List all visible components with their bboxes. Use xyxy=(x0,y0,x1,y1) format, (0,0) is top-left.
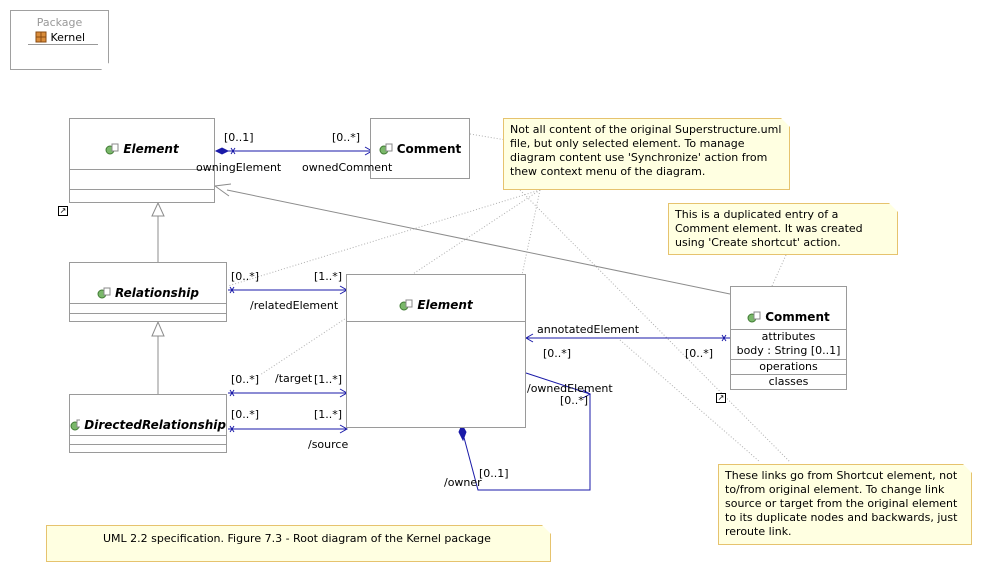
class-element-top[interactable]: Element xyxy=(69,118,215,203)
attribute-body[interactable]: body : String [0..1] xyxy=(736,344,841,357)
class-name: DirectedRelationship xyxy=(84,418,226,432)
note-bottom[interactable]: These links go from Shortcut element, no… xyxy=(718,464,972,545)
package-frame: Package Kernel xyxy=(10,10,109,70)
class-icon xyxy=(70,419,81,431)
class-element-center[interactable]: Element xyxy=(346,274,526,428)
attributes-label: attributes xyxy=(761,330,816,343)
related-element-role: /relatedElement xyxy=(250,299,339,312)
note-connector-bottom-2 xyxy=(619,339,761,463)
package-title: Package xyxy=(36,16,83,29)
source-multiplicity-right: [1..*] xyxy=(314,408,343,421)
annotated-multiplicity-right: [0..*] xyxy=(685,347,714,360)
note-connector-top xyxy=(469,133,507,141)
class-comment-top[interactable]: Comment xyxy=(370,118,470,179)
compartment-divider xyxy=(70,435,226,436)
compartment-divider xyxy=(347,321,525,322)
compartment-divider xyxy=(731,359,846,360)
compartment-divider xyxy=(70,313,226,314)
source-role: /source xyxy=(308,438,349,451)
note-connector-directed xyxy=(259,189,541,376)
class-icon xyxy=(105,143,119,155)
compartment-divider xyxy=(70,444,226,445)
package-name-row[interactable]: Kernel xyxy=(35,31,85,44)
compartment-divider xyxy=(70,169,214,170)
class-relationship[interactable]: Relationship xyxy=(69,262,227,322)
owning-element-role: owningElement xyxy=(196,161,282,174)
class-name: Comment xyxy=(765,310,830,324)
note-connector-relationship xyxy=(227,189,541,287)
operations-label: operations xyxy=(759,360,818,373)
annotated-multiplicity-left: [0..*] xyxy=(543,347,572,360)
note-top[interactable]: Not all content of the original Superstr… xyxy=(503,118,790,190)
compartment-divider xyxy=(70,303,226,304)
owned-element-role: /ownedElement xyxy=(527,382,613,395)
owned-element-multiplicity: [0..*] xyxy=(560,394,589,407)
target-multiplicity-left: [0..*] xyxy=(231,373,260,386)
class-name: Comment xyxy=(396,142,462,156)
compartment-divider xyxy=(731,329,846,330)
note-connector-element xyxy=(521,189,541,276)
owner-role: /owner xyxy=(444,476,482,489)
package-name: Kernel xyxy=(50,31,86,44)
class-icon xyxy=(97,287,111,299)
source-multiplicity-left: [0..*] xyxy=(231,408,260,421)
note-connector-bottom xyxy=(519,189,791,463)
annotated-element-role: annotatedElement xyxy=(537,323,640,336)
compartment-divider xyxy=(731,374,846,375)
class-icon xyxy=(399,299,413,311)
class-icon xyxy=(747,311,761,323)
class-name: Relationship xyxy=(114,286,200,300)
target-role: /target xyxy=(275,372,313,385)
note-middle[interactable]: This is a duplicated entry of a Comment … xyxy=(668,203,898,255)
classes-label: classes xyxy=(768,375,809,388)
compartment-divider xyxy=(70,189,214,190)
class-icon xyxy=(379,143,393,155)
class-directed-relationship[interactable]: DirectedRelationship xyxy=(69,394,227,453)
owned-comment-role: ownedComment xyxy=(302,161,393,174)
note-connector-middle xyxy=(771,254,787,287)
shortcut-icon: ↗ xyxy=(716,393,726,403)
note-caption[interactable]: UML 2.2 specification. Figure 7.3 - Root… xyxy=(46,525,551,562)
shortcut-icon: ↗ xyxy=(58,206,68,216)
owning-multiplicity: [0..1] xyxy=(224,131,254,144)
owned-comment-multiplicity: [0..*] xyxy=(332,131,361,144)
package-divider xyxy=(28,44,98,45)
class-name: Element xyxy=(123,142,179,156)
related-multiplicity-right: [1..*] xyxy=(314,270,343,283)
class-comment-shortcut[interactable]: Comment attributes body : String [0..1] … xyxy=(730,286,847,390)
class-name: Element xyxy=(417,298,473,312)
target-multiplicity-right: [1..*] xyxy=(314,373,343,386)
package-icon xyxy=(35,31,47,43)
related-multiplicity-left: [0..*] xyxy=(231,270,260,283)
owner-multiplicity: [0..1] xyxy=(479,467,509,480)
note-connectors xyxy=(227,133,791,463)
generalizations xyxy=(151,183,731,394)
